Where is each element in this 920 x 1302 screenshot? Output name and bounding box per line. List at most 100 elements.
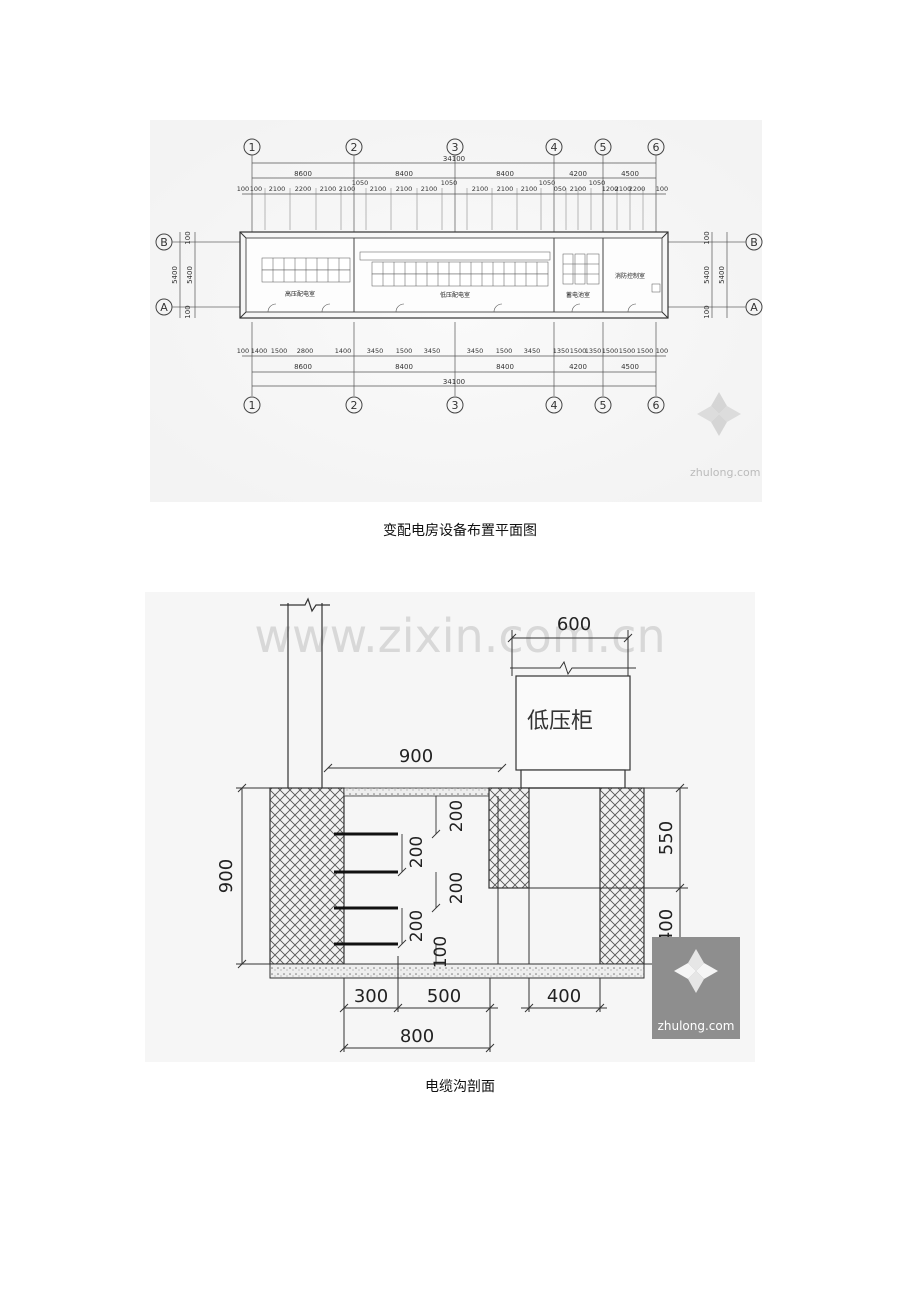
bottom-right-dimension: 400 <box>547 986 581 1007</box>
logo-text: zhulong.com <box>658 1019 735 1033</box>
bottom-mid-dimension: 500 <box>427 986 461 1007</box>
side-dimension: 100 <box>184 305 192 318</box>
detail-dimension: 2100 <box>269 185 286 193</box>
detail-dimension: 1500 <box>396 347 413 355</box>
side-dimension: 5400 <box>703 266 711 284</box>
detail-dimension: 1400 <box>335 347 352 355</box>
bay-dimension: 4500 <box>621 170 639 178</box>
row-label: A <box>750 301 758 314</box>
detail-dimension: 2100 <box>421 185 438 193</box>
right-lower-dimension: 400 <box>656 909 677 943</box>
bay-dimension: 8400 <box>395 170 413 178</box>
trench-width-dimension: 900 <box>399 746 433 767</box>
bay-dimension: 8400 <box>395 363 413 371</box>
detail-dimension: 1500 <box>619 347 636 355</box>
logo-text: zhulong.com <box>690 466 760 479</box>
bay-dimension: 8400 <box>496 363 514 371</box>
detail-dimension: 1500 <box>570 347 587 355</box>
detail-dimension: 100 <box>237 347 249 355</box>
axis-label: 5 <box>600 141 607 154</box>
detail-dimension: 1200 <box>602 185 619 193</box>
low-voltage-cabinet <box>510 660 636 789</box>
detail-dimension: 1050 <box>539 179 556 187</box>
detail-dimension: 2100 <box>521 185 538 193</box>
detail-dimension: 1050 <box>441 179 458 187</box>
floor-plan-drawing: 1 2 3 4 5 6 1 2 3 4 5 6 B A B A <box>150 120 763 502</box>
detail-dimension: 100 <box>656 347 668 355</box>
side-dimension: 100 <box>703 305 711 318</box>
detail-dimension: 2100 <box>396 185 413 193</box>
detail-dimension: 1050 <box>352 179 369 187</box>
bottom-left-dimension: 300 <box>354 986 388 1007</box>
bay-dimension: 4200 <box>569 363 587 371</box>
detail-dimension: 2100 <box>320 185 337 193</box>
zhulong-logo-icon <box>697 392 741 436</box>
side-dimension: 5400 <box>186 266 194 284</box>
detail-dimension: 1500 <box>271 347 288 355</box>
row-label: B <box>750 236 758 249</box>
top-dimension-lines <box>242 155 666 232</box>
axis-label: 4 <box>551 399 558 412</box>
detail-dimension: 1400 <box>251 347 268 355</box>
room-label: 低压配电室 <box>440 291 470 299</box>
bay-dimension: 4200 <box>569 170 587 178</box>
trench-height-dimension: 900 <box>216 859 237 893</box>
spacing-dimension: 200 <box>447 800 467 832</box>
detail-dimension: 2800 <box>297 347 314 355</box>
detail-dimension: 3450 <box>424 347 441 355</box>
axis-label: 2 <box>351 141 358 154</box>
detail-dimension: 2200 <box>295 185 312 193</box>
axis-label: 1 <box>249 141 256 154</box>
detail-dimension: 050 <box>554 185 566 193</box>
bay-dimension: 8600 <box>294 170 312 178</box>
side-dimension: 100 <box>184 231 192 244</box>
cabinet-width-dimension: 600 <box>557 614 591 635</box>
row-label: B <box>160 236 168 249</box>
bay-dimension: 8600 <box>294 363 312 371</box>
zhulong-logo-icon <box>652 937 740 1039</box>
bay-dimension: 8400 <box>496 170 514 178</box>
cabinet-label: 低压柜 <box>527 709 593 734</box>
detail-dimension: 2100 <box>339 185 356 193</box>
bottom-dimension-lines <box>242 322 666 396</box>
hv-cabinets <box>261 257 351 283</box>
detail-dimension: 100 <box>237 185 249 193</box>
bay-dimension: 4500 <box>621 363 639 371</box>
axis-label: 3 <box>452 141 459 154</box>
detail-dimension: 1500 <box>637 347 654 355</box>
detail-dimension: 1050 <box>589 179 606 187</box>
side-dimension: 5400 <box>718 266 726 284</box>
detail-dimension: 3450 <box>367 347 384 355</box>
detail-dimension: 2100 <box>370 185 387 193</box>
battery-racks <box>562 253 600 285</box>
room-label: 高压配电室 <box>285 290 315 298</box>
axis-label: 2 <box>351 399 358 412</box>
spacing-dimension: 200 <box>407 910 427 942</box>
detail-dimension: 1500 <box>602 347 619 355</box>
detail-dimension: 3450 <box>467 347 484 355</box>
axis-label: 5 <box>600 399 607 412</box>
side-dimension: 100 <box>703 231 711 244</box>
detail-dimension: 1350 <box>585 347 602 355</box>
room-label: 消防控制室 <box>615 272 645 280</box>
detail-dimension: 2200 <box>629 185 646 193</box>
bottom-total-dimension: 800 <box>400 1026 434 1047</box>
watermark-text: www.zixin.com.cn <box>254 609 665 663</box>
detail-dimension: 3450 <box>524 347 541 355</box>
axis-label: 4 <box>551 141 558 154</box>
detail-dimension: 1500 <box>496 347 513 355</box>
axis-bubbles-bottom <box>243 396 665 414</box>
trench-body <box>269 787 645 979</box>
right-upper-dimension: 550 <box>656 821 677 855</box>
row-label: A <box>160 301 168 314</box>
spacing-dimension: 200 <box>447 872 467 904</box>
lv-cabinets <box>359 251 551 287</box>
cable-brackets <box>334 832 398 946</box>
room-label: 蓄电池室 <box>566 291 590 299</box>
detail-dimension: 2100 <box>570 185 587 193</box>
detail-dimension: 2100 <box>497 185 514 193</box>
overall-dimension: 34100 <box>443 378 465 386</box>
axis-label: 1 <box>249 399 256 412</box>
side-dimension: 5400 <box>171 266 179 284</box>
